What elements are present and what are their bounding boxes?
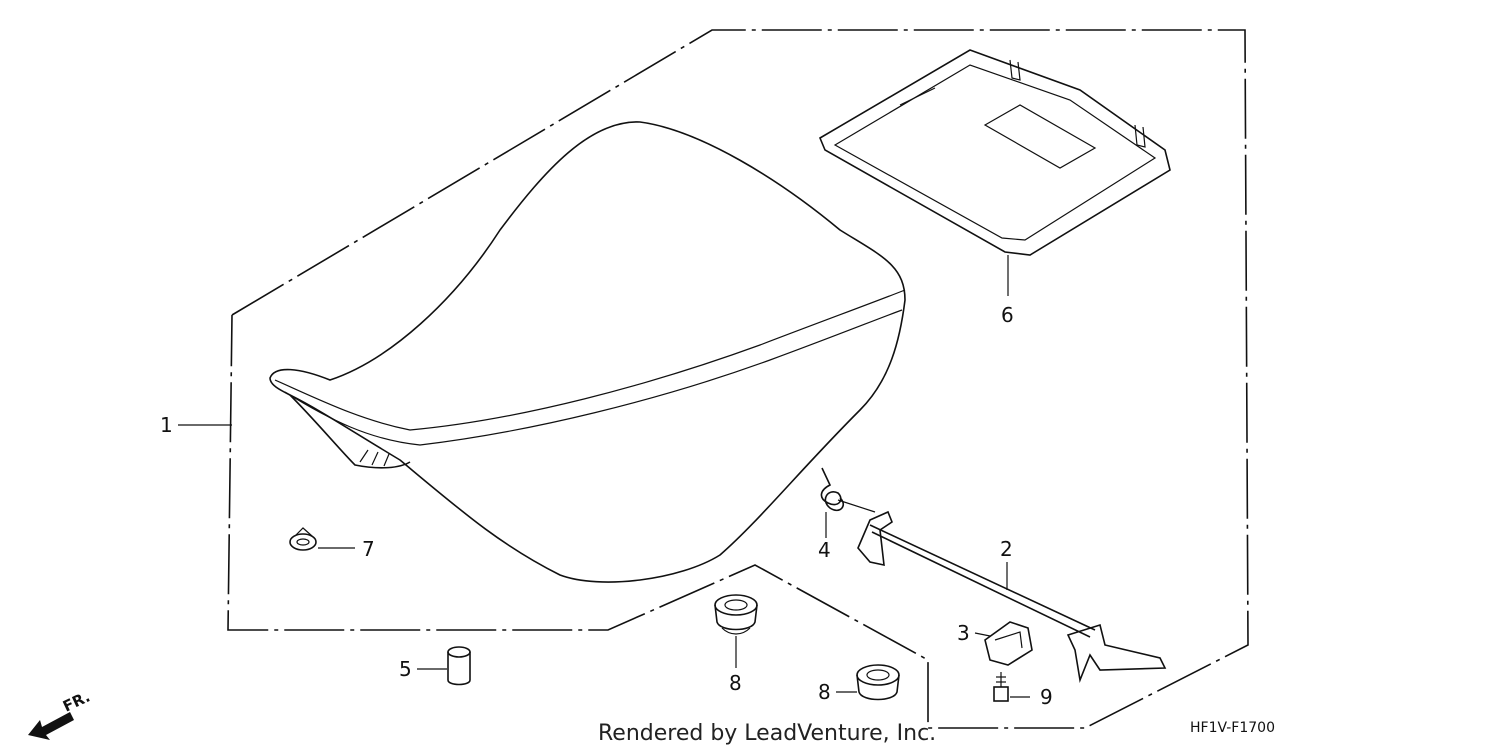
callout-8a: 8 [729,671,742,695]
callout-1: 1 [160,413,173,437]
damper-part-8a[interactable] [714,594,758,635]
bolt-part-9[interactable] [993,672,1009,702]
callout-2: 2 [1000,537,1013,561]
assembly-boundary [227,29,1249,729]
damper-part-8b[interactable] [856,664,900,701]
front-direction-arrow-icon [28,712,74,740]
callout-6: 6 [1001,303,1014,327]
callout-7: 7 [362,537,375,561]
seat-tray-part-6[interactable] [818,49,1171,256]
clip-part-3[interactable] [984,621,1033,666]
callout-8b: 8 [818,680,831,704]
callout-4: 4 [818,538,831,562]
front-direction-label: FR. [60,688,93,716]
render-credit: Rendered by LeadVenture, Inc. [598,721,936,746]
seat-part-1[interactable] [269,121,906,583]
diagram-code: HF1V-F1700 [1190,720,1275,736]
seat-latch-rod-part-2[interactable] [857,510,1167,683]
cushion-part-5[interactable] [447,646,471,686]
grommet-part-7[interactable] [289,527,317,551]
spring-part-4[interactable] [820,467,876,513]
leader-3 [974,632,991,637]
callout-5: 5 [399,657,412,681]
callout-9: 9 [1040,685,1053,709]
callout-3: 3 [957,621,970,645]
